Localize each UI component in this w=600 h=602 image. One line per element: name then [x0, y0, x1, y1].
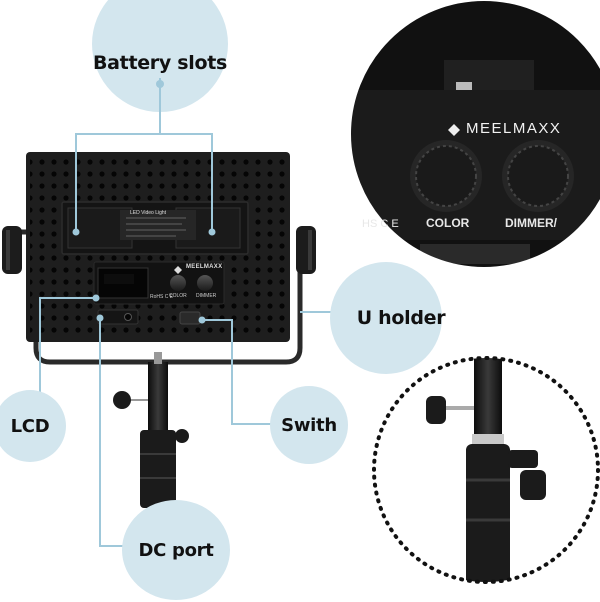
zoom-brand-logo: MEELMAXX	[466, 120, 562, 137]
u-holder-callout: U holder	[330, 262, 446, 374]
color-knob-small	[170, 275, 186, 291]
power-switch	[179, 311, 201, 325]
swith-label: Swith	[281, 414, 337, 436]
dimmer-knob-small	[197, 275, 213, 291]
zoom-color-label: COLOR	[426, 216, 470, 230]
spec-sticker	[120, 210, 196, 240]
battery-slots-label: Battery slots	[92, 52, 228, 74]
zoom-cert-mark: HS C E	[362, 218, 399, 230]
dc-port-callout: DC port	[122, 500, 230, 600]
panel-dimmer-label: DIMMER	[196, 293, 217, 299]
mount-zoom-inset	[374, 358, 598, 582]
shoe-mount-pole	[148, 362, 168, 450]
left-side-knob	[2, 226, 22, 274]
lcd-callout: LCD	[0, 390, 66, 462]
right-side-knob	[296, 226, 316, 274]
swith-callout: Swith	[270, 386, 348, 464]
panel-color-label: COLOR	[169, 293, 187, 299]
lcd-label: LCD	[10, 415, 50, 437]
shoe-adapter	[140, 430, 176, 508]
u-holder-label: U holder	[356, 307, 446, 329]
dc-port-label: DC port	[138, 539, 214, 561]
control-zoom-inset	[350, 0, 600, 268]
sticker-title: LED Video Light	[130, 210, 167, 216]
zoom-dimmer-label: DIMMER/	[505, 216, 557, 230]
panel-brand-logo: MEELMAXX	[186, 264, 223, 270]
panel-cert-mark: RoHS C E	[150, 294, 174, 300]
